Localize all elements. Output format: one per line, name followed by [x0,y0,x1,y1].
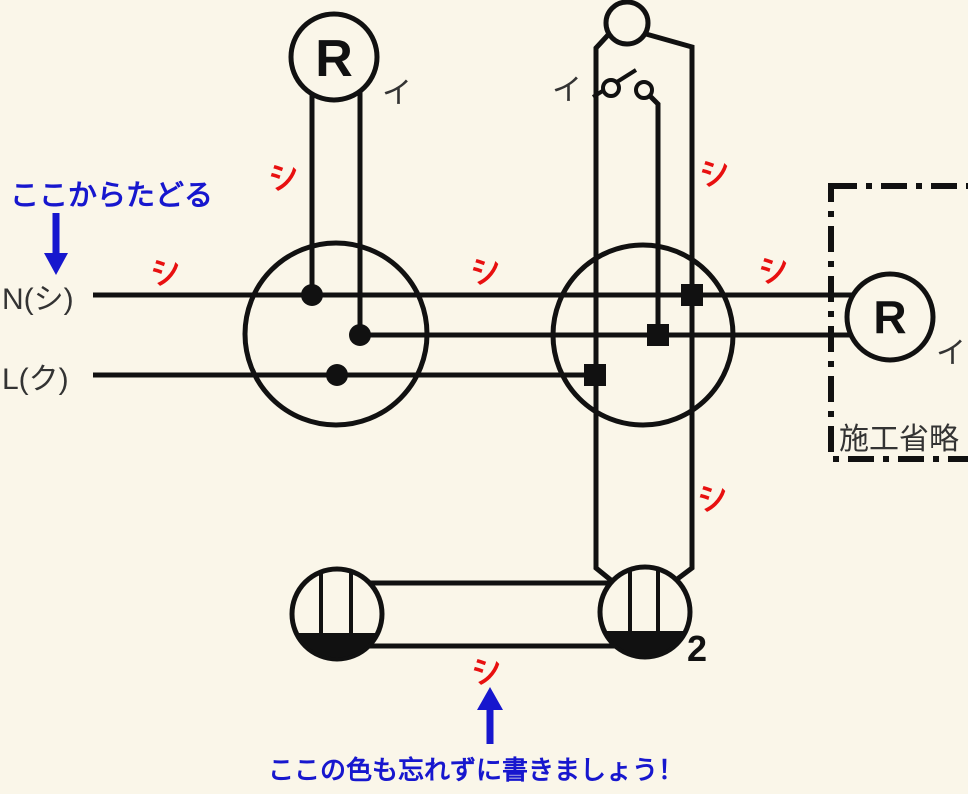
wire-color-mark: シ [147,251,186,293]
circuit-label-switch: イ [552,74,582,107]
switch-return-wire [648,94,661,335]
wire-color-mark: シ [755,249,794,291]
connection-square [647,324,669,346]
junction-box-right-circle [550,242,736,428]
connection-square [584,364,606,386]
wire-color-mark: シ [467,250,506,292]
connection-square [681,284,703,306]
wire-color-mark: シ [265,156,304,198]
switch-contact-left [601,78,621,98]
wires [93,31,853,649]
top-device-right-wire [645,31,695,582]
switch [591,68,654,100]
source-live-label: L(ク) [2,363,69,396]
junction-box-left-circle [242,240,430,428]
top-device-circle [603,0,651,47]
lamp-right-circle [844,271,936,363]
lamp-right-letter: R [873,291,906,343]
source-neutral-label: N(シ) [2,283,74,316]
top-device-left-wire [593,33,614,583]
omission-area-box [828,183,968,462]
lamp-left-circle [288,11,380,103]
wire-color-mark: シ [694,477,733,519]
circuit-label-lamp-right: イ [936,337,966,370]
note-arrow-up-icon [477,687,503,744]
omission-label: 施工省略 [839,423,959,456]
trace-annotation: ここからたどる [10,179,213,212]
color-note-annotation: ここの色も忘れずに書きましょう！ [268,755,684,785]
connection-dot [349,324,371,346]
switch-contact-right [634,80,654,100]
trace-arrow-down-icon [44,213,68,275]
lamp-left-letter: R [315,30,353,88]
connection-dot [326,364,348,386]
circuit-label-lamp-left: イ [382,77,412,110]
wire-color-mark: シ [696,152,735,194]
connection-dot [301,284,323,306]
outlet-count-label: 2 [687,628,707,669]
wire-color-mark: シ [468,650,507,692]
